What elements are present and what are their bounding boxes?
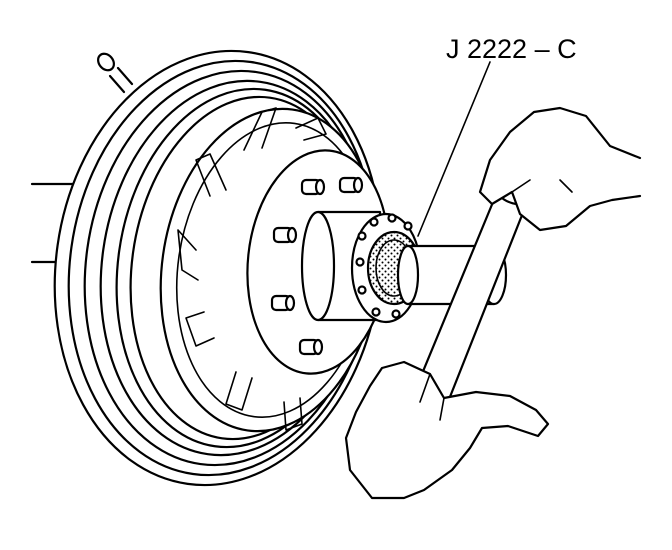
stud-2 <box>338 176 364 194</box>
flange-wheel-studs <box>270 176 364 356</box>
tool-callout-label: J 2222 – C <box>446 34 577 64</box>
upper-hand <box>478 106 642 232</box>
stud-5 <box>298 338 324 356</box>
stud-1 <box>300 178 326 196</box>
stud-4 <box>270 294 296 312</box>
lower-hand <box>344 360 550 500</box>
wheel-stud-bolt <box>97 52 134 94</box>
callout-leader-line <box>417 61 491 237</box>
stud-3 <box>272 226 298 244</box>
tool-callout: J 2222 – C <box>417 34 577 237</box>
drum-cooling-fins <box>177 107 327 431</box>
